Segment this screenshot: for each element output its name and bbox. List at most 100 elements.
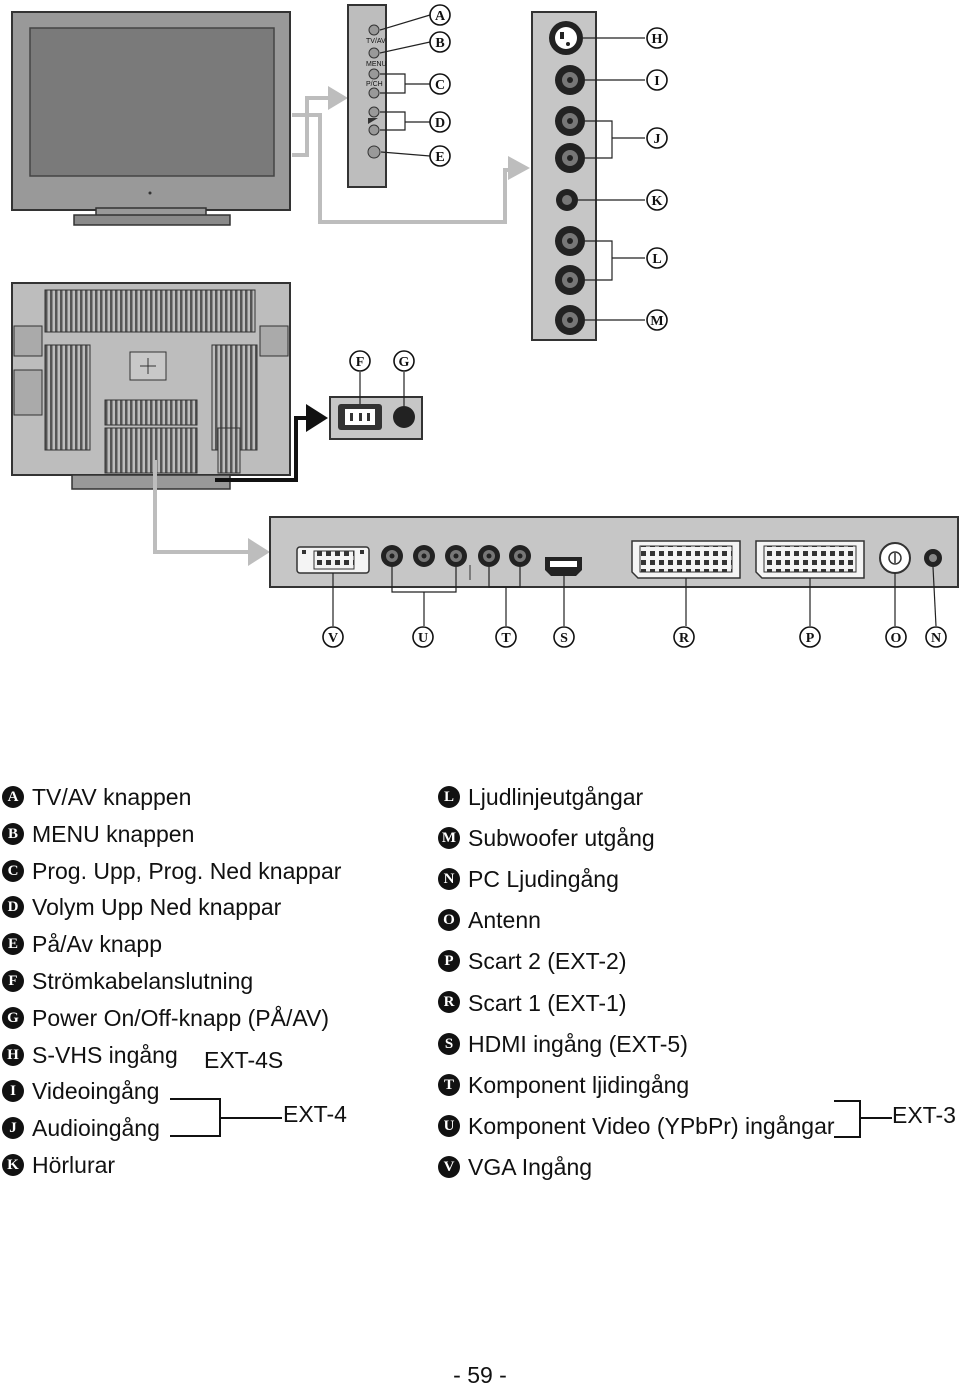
legend-label: Power On/Off-knapp (PÅ/AV): [32, 1004, 329, 1031]
ext-label-svhs: EXT-4S: [204, 1047, 284, 1073]
legend-badge: T: [438, 1073, 460, 1096]
legend-label: S-VHS ingång: [32, 1041, 178, 1068]
legend-badge: E: [2, 933, 24, 956]
legend-badge: I: [2, 1080, 24, 1103]
legend-label: VGA Ingång: [468, 1153, 593, 1180]
callout-p: P: [799, 626, 821, 648]
page-number: - 59 -: [453, 1362, 507, 1388]
av-side-panel: [531, 11, 597, 341]
callout-v: V: [322, 626, 344, 648]
callout-e: E: [429, 145, 451, 167]
legend-label: Scart 2 (EXT-2): [468, 948, 627, 975]
legend-badge: L: [438, 785, 460, 808]
ext-label-component: EXT-3: [892, 1102, 956, 1128]
callout-m: M: [646, 309, 668, 331]
legend-item-e: E På/Av knapp: [2, 929, 162, 959]
legend-label: Subwoofer utgång: [468, 825, 655, 852]
callout-f: F: [349, 350, 371, 372]
legend-item-h: H S-VHS ingång: [2, 1040, 178, 1070]
legend-badge: R: [438, 991, 460, 1014]
callout-d: D: [429, 111, 451, 133]
legend-label: På/Av knapp: [32, 931, 163, 958]
legend-label: MENU knappen: [32, 820, 195, 847]
legend-badge: C: [2, 859, 24, 882]
arrow-back-to-power: [215, 416, 308, 482]
svg-text:P: P: [806, 631, 815, 646]
legend-badge: D: [2, 896, 24, 919]
legend-item-v: V VGA Ingång: [438, 1152, 592, 1182]
callout-r: R: [673, 626, 695, 648]
legend-badge: U: [438, 1114, 460, 1137]
ext-label-av: EXT-4: [283, 1101, 347, 1127]
legend-item-m: M Subwoofer utgång: [438, 823, 655, 853]
svg-text:M: M: [650, 314, 663, 329]
tv-front: [11, 11, 291, 226]
av-callout-lines: [578, 37, 645, 321]
svg-text:U: U: [418, 631, 428, 646]
legend-badge: V: [438, 1155, 460, 1178]
side-label-tvav: TV/AV: [366, 38, 386, 45]
legend-item-l: L Ljudlinjeutgångar: [438, 782, 643, 812]
svg-text:I: I: [654, 74, 659, 89]
legend-label: Prog. Upp, Prog. Ned knappar: [32, 857, 342, 884]
legend-item-a: A TV/AV knappen: [2, 782, 191, 812]
svg-text:F: F: [356, 355, 365, 370]
legend-badge: M: [438, 827, 460, 850]
legend-label: Hörlurar: [32, 1152, 116, 1178]
arrow-tv-to-side: [292, 96, 510, 224]
callout-o: O: [885, 626, 907, 648]
legend-item-k: K Hörlurar: [2, 1150, 115, 1180]
legend-label: Strömkabelanslutning: [32, 968, 254, 994]
legend-badge: B: [2, 822, 24, 845]
legend-label: Antenn: [468, 907, 541, 934]
arrow-head: [306, 404, 328, 432]
legend-item-b: B MENU knappen: [2, 819, 194, 849]
svg-text:H: H: [652, 32, 663, 47]
callout-l: L: [646, 247, 668, 269]
legend-badge: H: [2, 1043, 24, 1066]
callout-j: J: [646, 127, 668, 149]
callout-i: I: [646, 69, 668, 91]
legend-badge: A: [2, 785, 24, 808]
arrow-head: [328, 86, 348, 110]
callout-c: C: [429, 73, 451, 95]
svg-text:L: L: [652, 252, 661, 267]
legend-label: Komponent Video (YPbPr) ingångar: [468, 1112, 835, 1139]
svg-text:A: A: [435, 9, 446, 24]
legend-label: HDMI ingång (EXT-5): [468, 1030, 688, 1057]
legend-label: Ljudlinjeutgångar: [468, 784, 644, 810]
legend-item-t: T Komponent ljidingång: [438, 1070, 689, 1100]
svg-text:E: E: [435, 150, 444, 165]
legend-item-c: C Prog. Upp, Prog. Ned knappar: [2, 856, 341, 886]
svg-text:R: R: [679, 631, 690, 646]
legend-label: TV/AV knappen: [32, 784, 192, 810]
power-panel: [329, 396, 423, 440]
rear-connector-panel: [269, 516, 959, 588]
connection-diagram: TV/AV MENU P/CH: [11, 4, 959, 648]
legend-badge: F: [2, 969, 24, 992]
svg-text:O: O: [891, 631, 902, 646]
legend-badge: S: [438, 1032, 460, 1055]
legend-label: PC Ljudingång: [468, 866, 619, 893]
svg-text:K: K: [652, 194, 663, 209]
legend-badge: K: [2, 1153, 24, 1176]
svg-text:D: D: [435, 116, 445, 131]
legend-label: Komponent ljidingång: [468, 1071, 690, 1098]
tv-back: [11, 282, 291, 490]
svg-text:B: B: [435, 36, 444, 51]
legend-badge: N: [438, 868, 460, 891]
rear-callout-lines: [332, 566, 937, 627]
legend-item-u: U Komponent Video (YPbPr) ingångar: [438, 1111, 835, 1141]
svg-text:T: T: [501, 631, 511, 646]
callout-b: B: [429, 31, 451, 53]
svg-text:V: V: [328, 631, 338, 646]
legend-item-s: S HDMI ingång (EXT-5): [438, 1029, 688, 1059]
svg-text:J: J: [654, 132, 661, 147]
side-button-panel: TV/AV MENU P/CH: [347, 4, 387, 188]
arrow-back-to-rear: [153, 460, 250, 554]
